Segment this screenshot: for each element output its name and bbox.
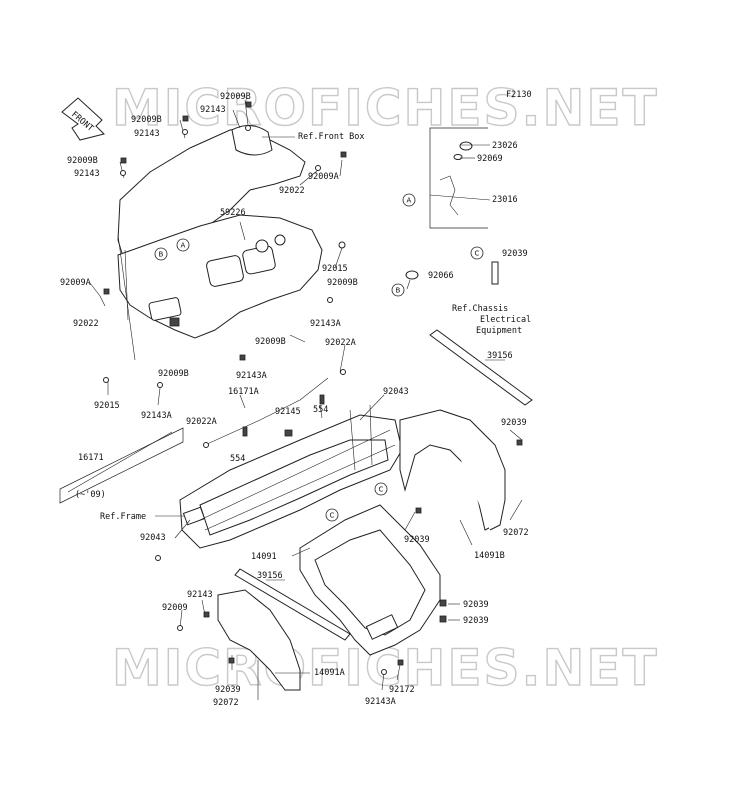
ref-chassis-3: Equipment [476,326,522,336]
part-label: 92143A [141,411,172,421]
fender-14091b-part [399,409,506,531]
part-label: 92009B [255,337,286,347]
ref-chassis-2: Electrical [480,315,531,325]
part-label: 14091A [314,668,345,678]
part-label: 39156 [257,571,283,581]
part-label: 92143A [310,319,341,329]
watermark-top: MICROFICHES.NET [112,79,659,137]
circle-markers: A B A B C C C [154,193,484,522]
part-label: 92009B [67,156,98,166]
part-label: 92022A [325,338,356,348]
strip-39156-left-part [234,568,351,641]
part-number-labels: 92009B 92143 92009B 92143 92009B 92143 9… [60,92,529,708]
fasteners [103,101,523,675]
circle-c-3: C [330,512,335,520]
part-label: 16171 [78,453,104,463]
circle-a-1: A [181,242,186,250]
part-label: 92143 [187,590,213,600]
part-label: 92039 [463,616,489,626]
part-label: 92022 [279,186,305,196]
part-label: 92009 [162,603,188,613]
part-label: 92039 [463,600,489,610]
part-label: 554 [313,405,328,415]
part-label: 92015 [94,401,120,411]
part-label: 23016 [492,195,518,205]
ref-chassis-1: Ref.Chassis [452,304,508,314]
ref-front-box: Ref.Front Box [298,132,365,142]
front-arrow-icon: FRONT [61,97,105,141]
inset-note: (~'09) [75,490,106,500]
side-panel-14091a-part [217,568,351,700]
part-label: 92022A [186,417,217,427]
frame-assembly-part [179,404,403,549]
part-label: 92009B [327,278,358,288]
strip-39156-right-part [429,329,533,406]
part-label: 92009B [131,115,162,125]
circle-b-2: B [396,287,401,295]
ref-frame: Ref.Frame [100,512,146,522]
part-label: 92066 [428,271,454,281]
part-label: 14091 [251,552,277,562]
inset-cable-16171-box: (~'09) [59,427,184,504]
part-label: 23026 [492,141,518,151]
cap-92066-part [405,270,419,280]
part-label: 14091B [474,551,505,561]
part-label: 92143 [74,169,100,179]
diagram-code: F2130 [506,90,532,100]
part-label: 92039 [404,535,430,545]
part-label: 16171A [228,387,259,397]
part-label: 92009A [308,172,339,182]
front-panel-part [117,125,323,361]
part-label: 92143A [365,697,396,707]
inset-23016-box [429,127,488,229]
cable-16171a-part [204,377,329,446]
circle-c-1: C [475,250,480,258]
part-label: 92143A [236,371,267,381]
part-label: 92039 [215,685,241,695]
circle-a-2: A [407,197,412,205]
part-label: 92072 [503,528,529,538]
part-label: 92143 [200,105,226,115]
part-label: 39156 [487,351,513,361]
part-label: 92009B [158,369,189,379]
part-label: 92043 [383,387,409,397]
part-label: 92022 [73,319,99,329]
part-label: 92009A [60,278,91,288]
part-label: 92143 [134,129,160,139]
part-label: 92069 [477,154,503,164]
circle-b-1: B [159,251,164,259]
part-label: 92043 [140,533,166,543]
bolt-chassis-part [491,261,499,285]
part-label: 92039 [501,418,527,428]
part-label: 92039 [502,249,528,259]
part-label: 92172 [389,685,415,695]
part-label: 92072 [213,698,239,708]
part-label: 92145 [275,407,301,417]
part-label: 92009B [220,92,251,102]
skid-plate-14091-part [299,504,441,656]
part-label: 92015 [322,264,348,274]
part-label: 554 [230,454,245,464]
part-label: 59226 [220,208,246,218]
circle-c-2: C [379,486,384,494]
